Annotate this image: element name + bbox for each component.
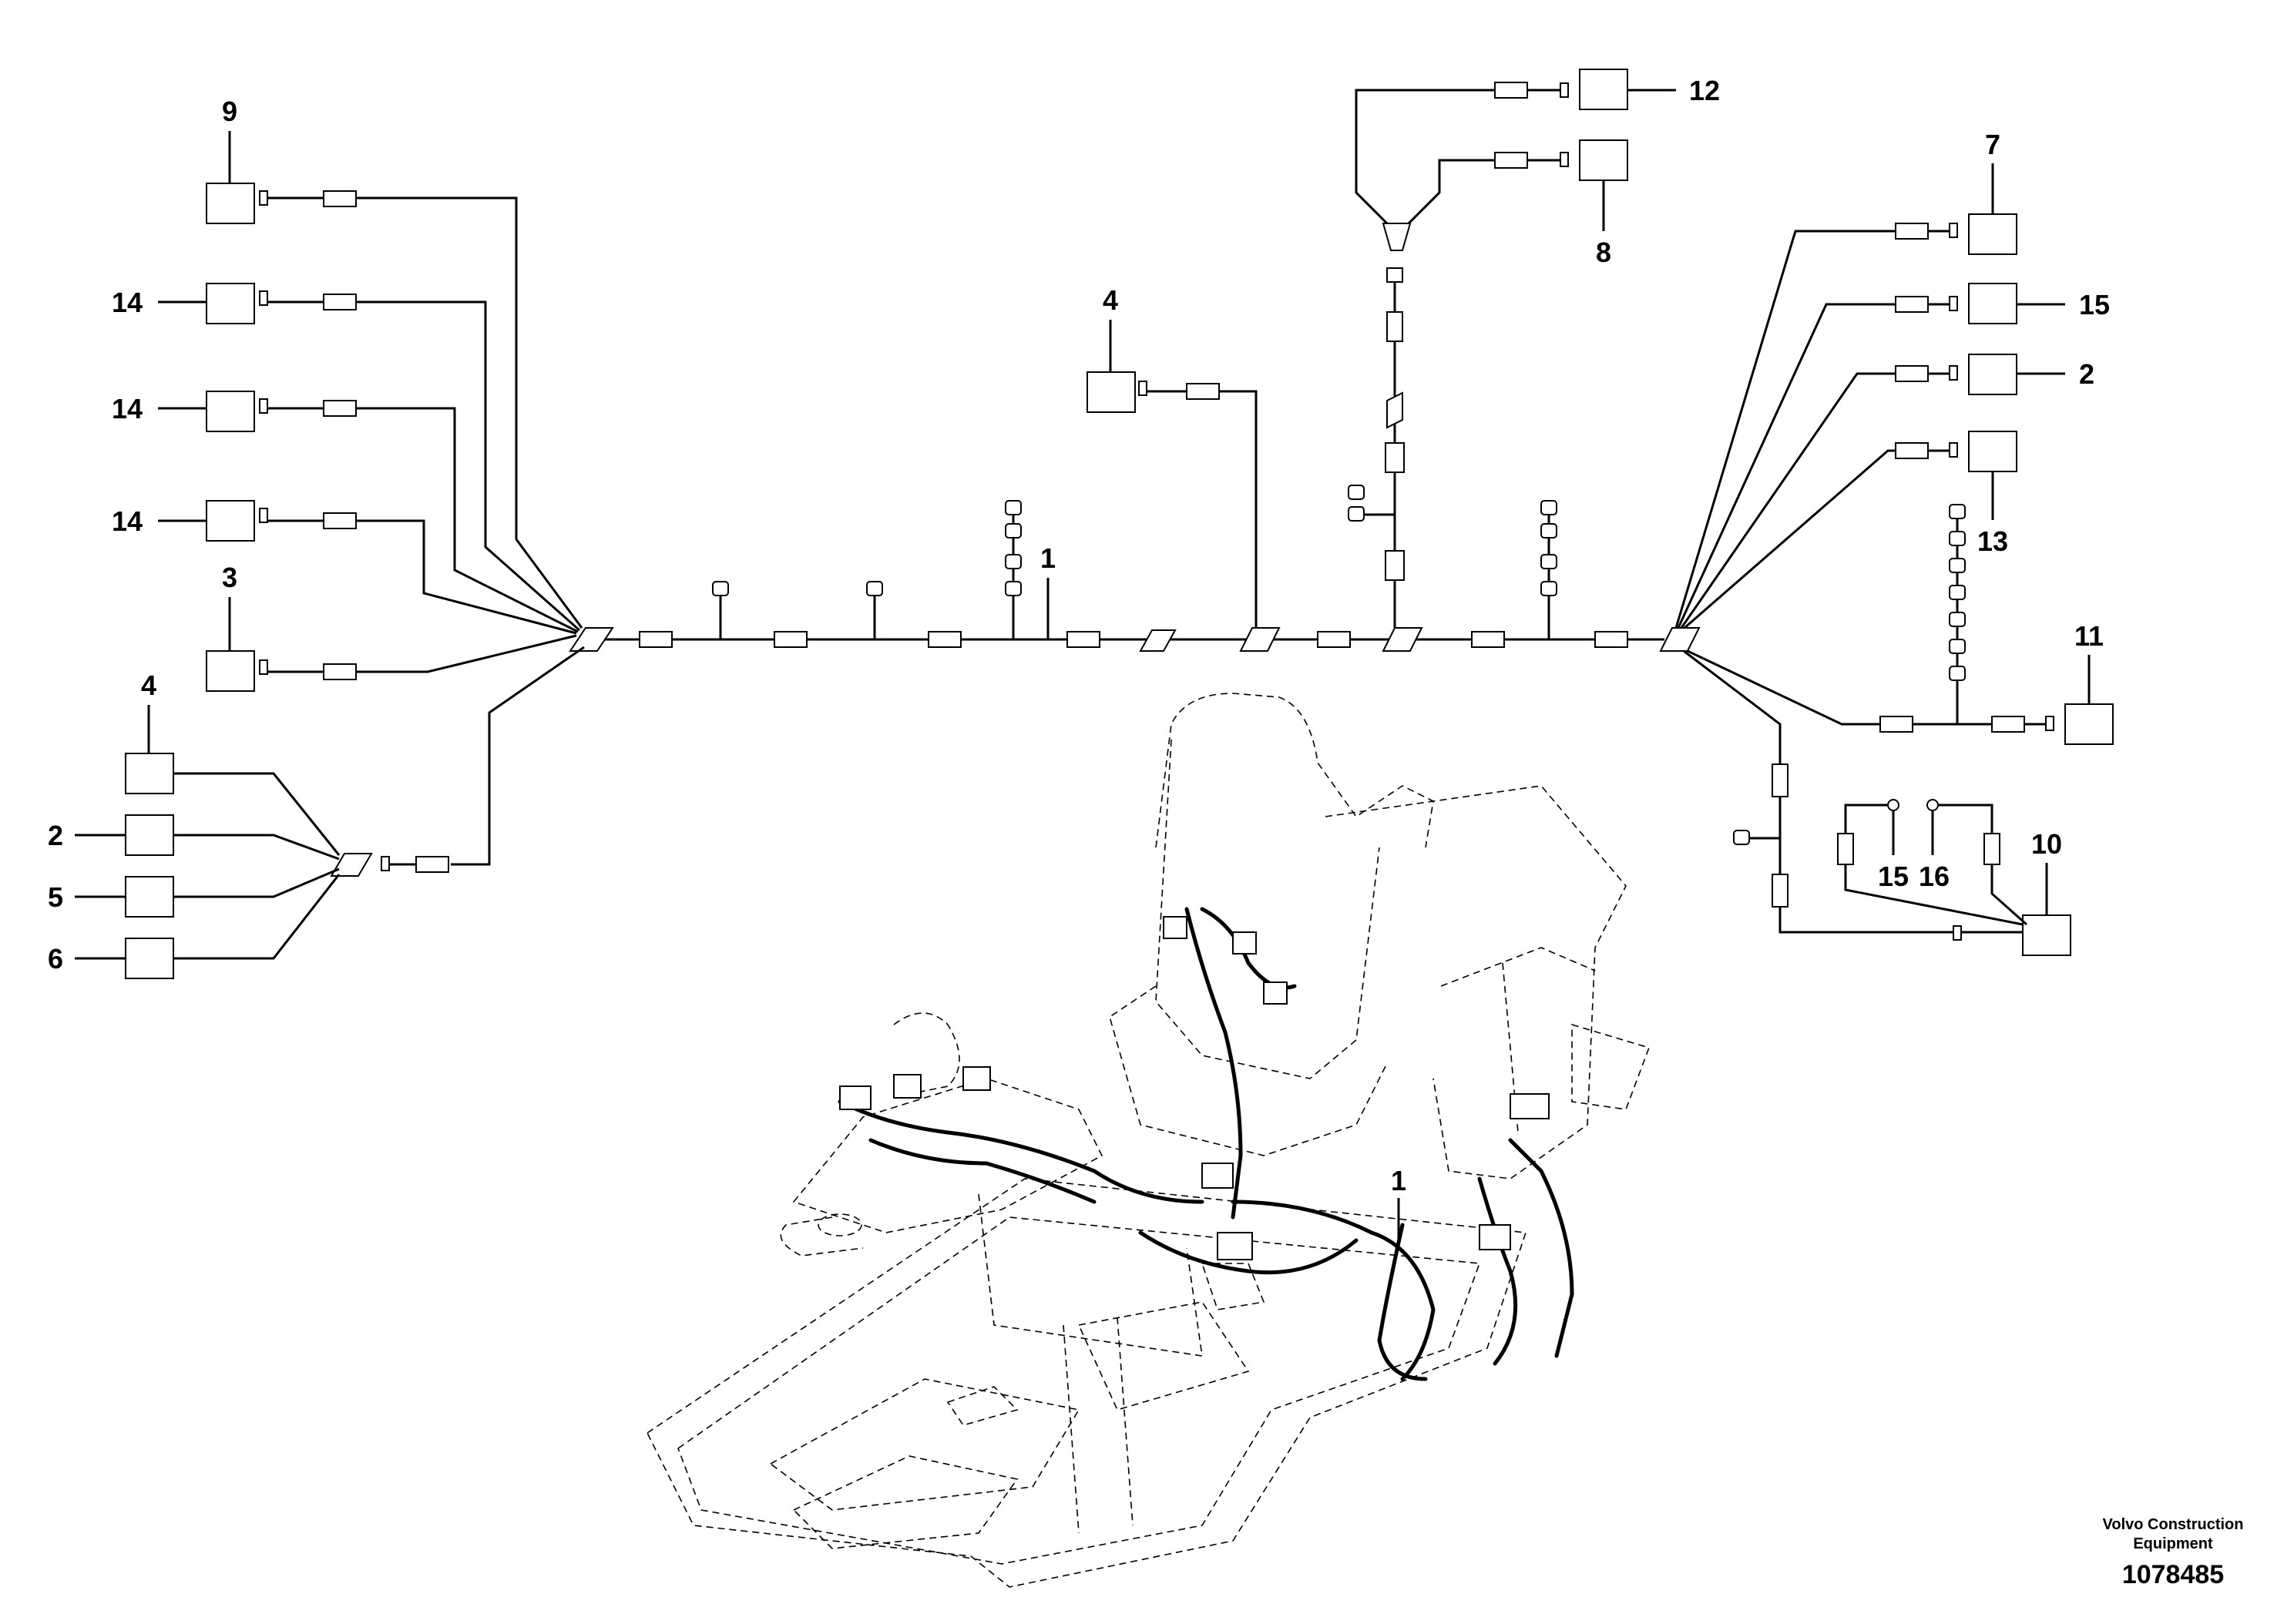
callout-5: 5 xyxy=(48,881,63,913)
middle-branch-group xyxy=(1087,69,1676,628)
company-name-line2: Equipment xyxy=(2133,1535,2213,1552)
callout-labels: 9 14 14 14 3 4 2 5 6 4 1 12 8 7 15 2 13 … xyxy=(48,75,2110,1196)
callout-2-left: 2 xyxy=(48,820,63,851)
callout-7: 7 xyxy=(1985,129,2000,160)
drawing-footer: Volvo Construction Equipment 1078485 xyxy=(2103,1516,2244,1589)
callout-2-right: 2 xyxy=(2079,358,2094,390)
right-branch-group xyxy=(1674,163,2114,956)
callout-16: 16 xyxy=(1919,861,1950,892)
callout-12: 12 xyxy=(1689,75,1720,106)
main-harness-trunk xyxy=(569,500,1701,652)
callout-14-a: 14 xyxy=(112,287,143,318)
left-branch-group xyxy=(75,131,585,979)
callout-15-bottom: 15 xyxy=(1878,861,1909,892)
callout-8: 8 xyxy=(1596,237,1611,268)
callout-11: 11 xyxy=(2074,620,2104,652)
callout-3: 3 xyxy=(222,562,237,593)
callout-13: 13 xyxy=(1977,525,2008,557)
callout-14-b: 14 xyxy=(112,393,143,424)
company-name-line1: Volvo Construction xyxy=(2103,1516,2244,1533)
callout-4-mid: 4 xyxy=(1103,284,1118,316)
cab-illustration xyxy=(646,693,1651,1588)
callout-6: 6 xyxy=(48,943,63,975)
drawing-number: 1078485 xyxy=(2122,1560,2224,1589)
callout-15-right: 15 xyxy=(2079,289,2110,320)
callout-14-c: 14 xyxy=(112,505,143,537)
callout-1-bottom: 1 xyxy=(1391,1165,1406,1196)
callout-10: 10 xyxy=(2031,828,2062,860)
callout-4-left: 4 xyxy=(141,669,156,701)
callout-9: 9 xyxy=(222,96,237,127)
callout-1-top: 1 xyxy=(1040,542,1056,574)
